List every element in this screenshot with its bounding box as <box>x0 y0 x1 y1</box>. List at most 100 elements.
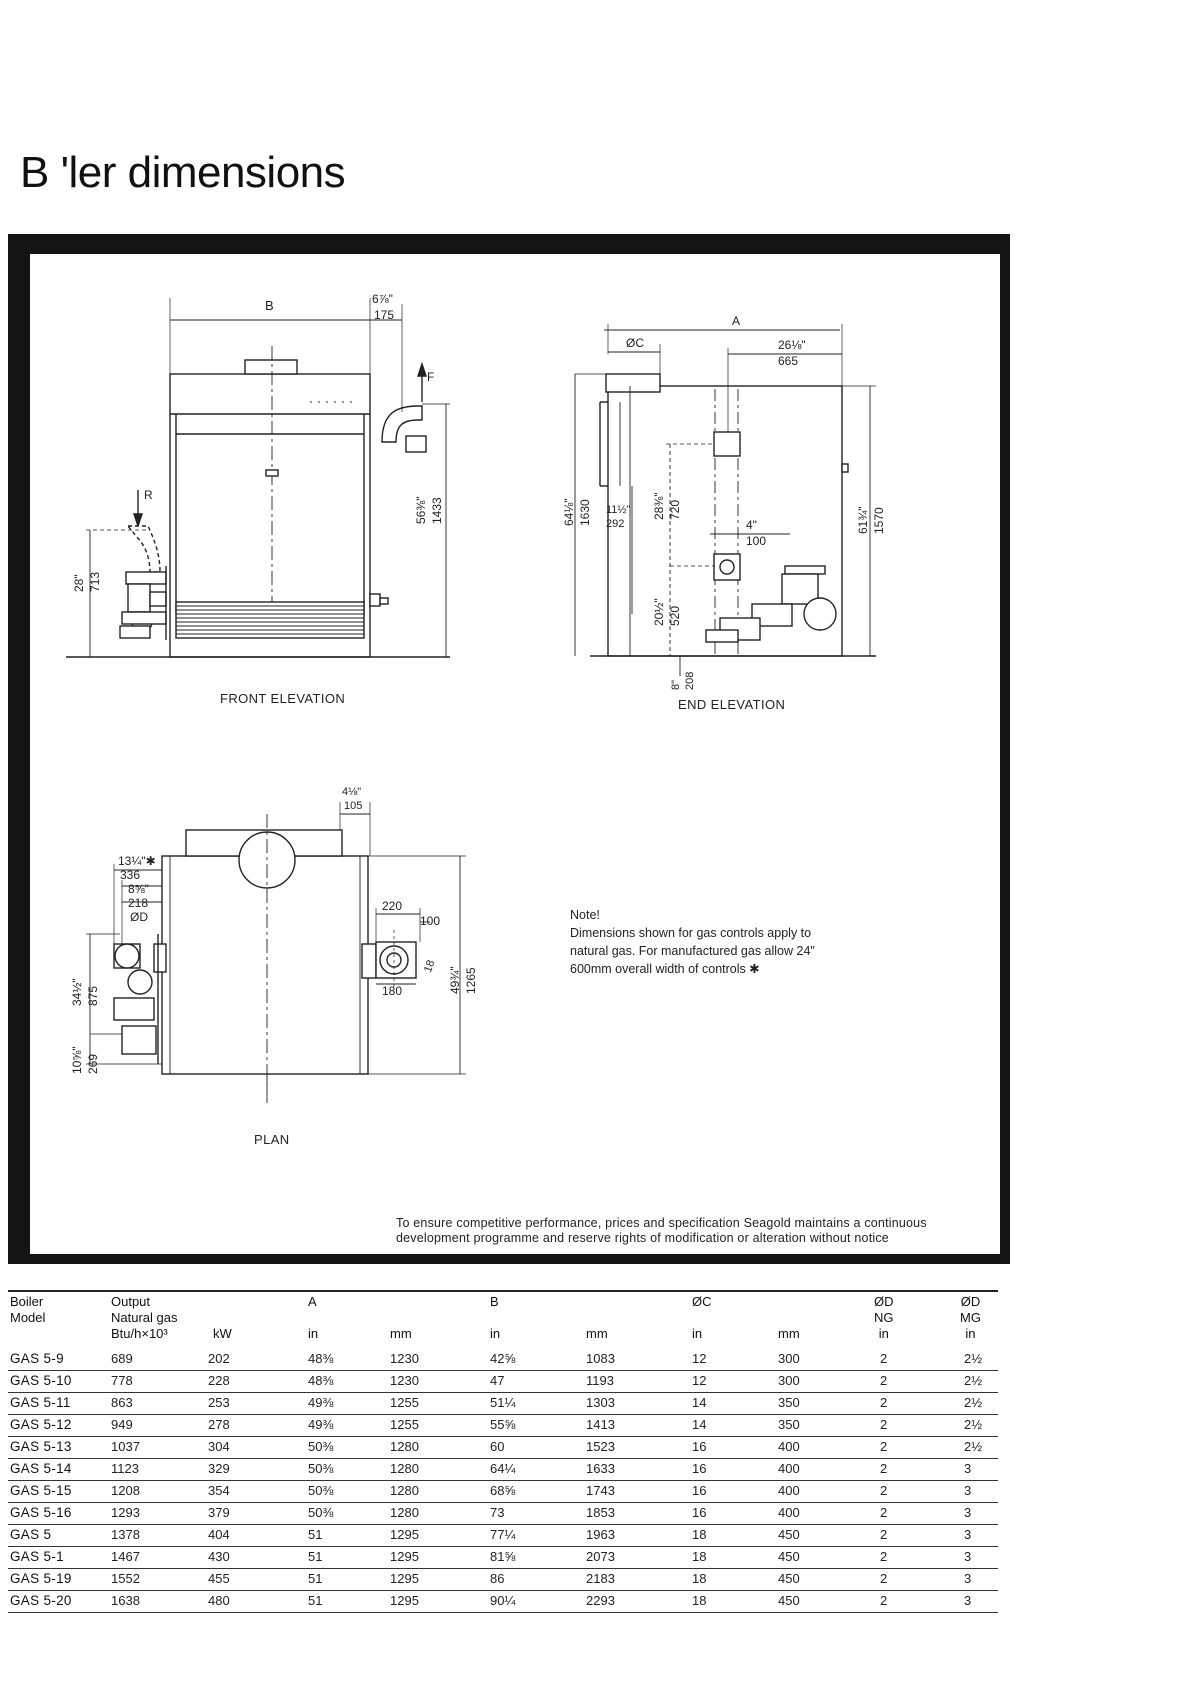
cell-c-mm: 400 <box>778 1483 800 1498</box>
cell-b-mm: 1743 <box>586 1483 615 1498</box>
cell-d-mg: 3 <box>964 1571 972 1586</box>
cell-a-mm: 1230 <box>390 1351 419 1366</box>
end-label-off-mm: 292 <box>606 518 625 530</box>
cell-btu: 1552 <box>111 1571 140 1586</box>
cell-b-mm: 1193 <box>586 1373 614 1388</box>
cell-b-in: 73 <box>490 1505 505 1520</box>
front-label-height-in: 56⅜" <box>414 496 428 524</box>
cell-b-mm: 1963 <box>586 1527 615 1542</box>
front-label-r: R <box>144 488 153 502</box>
front-label-low-in: 28" <box>72 574 86 592</box>
cell-a-in: 51 <box>308 1593 323 1608</box>
cell-b-in: 90¼ <box>490 1593 516 1608</box>
front-elevation-drawing <box>66 298 450 658</box>
cell-a-in: 48⅜ <box>308 1373 334 1388</box>
end-elevation-drawing <box>574 324 876 676</box>
cell-model: GAS 5-13 <box>10 1439 72 1454</box>
cell-kw: 329 <box>208 1461 230 1476</box>
page-title: B 'ler dimensions <box>20 148 346 197</box>
cell-c-mm: 300 <box>778 1351 800 1366</box>
cell-kw: 202 <box>208 1351 230 1366</box>
plan-label-w1-in: 13¼"✱ <box>118 854 156 868</box>
cell-d-ng: 2 <box>880 1549 888 1564</box>
cell-model: GAS 5-1 <box>10 1549 64 1564</box>
cell-model: GAS 5 <box>10 1527 52 1542</box>
front-label-f: F <box>427 370 435 384</box>
cell-d-mg: 2½ <box>964 1373 983 1388</box>
header-d-mg: ØD MG in <box>960 1294 981 1342</box>
cell-model: GAS 5-9 <box>10 1351 64 1366</box>
plan-label-top-in: 4⅛" <box>342 786 362 798</box>
cell-btu: 1378 <box>111 1527 140 1542</box>
cell-btu: 1037 <box>111 1439 140 1454</box>
cell-a-mm: 1295 <box>390 1571 419 1586</box>
end-label-a: A <box>732 314 741 328</box>
header-model: Boiler Model <box>10 1294 45 1326</box>
cell-d-mg: 3 <box>964 1549 972 1564</box>
front-label-offset-in: 6⅞" <box>372 292 393 306</box>
table-top-rule <box>8 1290 998 1292</box>
header-d-ng: ØD NG in <box>874 1294 894 1342</box>
cell-c-mm: 450 <box>778 1593 800 1608</box>
note-line: Dimensions shown for gas controls apply … <box>570 926 812 940</box>
cell-kw: 430 <box>208 1549 230 1564</box>
cell-c-in: 14 <box>692 1417 707 1432</box>
cell-d-mg: 2½ <box>964 1395 983 1410</box>
header-c: ØC <box>692 1294 712 1309</box>
cell-c-mm: 450 <box>778 1571 800 1586</box>
cell-b-mm: 2293 <box>586 1593 615 1608</box>
end-label-gap-mm: 100 <box>746 534 767 548</box>
drawing-frame: B 6⅞" 175 F R 56⅜" 1433 28" 713 FRONT EL… <box>8 234 1010 1264</box>
cell-c-in: 18 <box>692 1593 707 1608</box>
cell-a-mm: 1280 <box>390 1439 419 1454</box>
cell-b-in: 64¼ <box>490 1461 516 1476</box>
cell-b-mm: 1633 <box>586 1461 615 1476</box>
cell-c-in: 16 <box>692 1505 707 1520</box>
front-label-b: B <box>265 298 274 313</box>
cell-b-in: 68⅝ <box>490 1483 516 1498</box>
cell-a-mm: 1295 <box>390 1549 419 1564</box>
plan-label-depth-mm: 1265 <box>464 967 478 994</box>
note-line: natural gas. For manufactured gas allow … <box>570 944 815 958</box>
plan-label-top-mm: 105 <box>344 800 363 812</box>
cell-a-in: 50⅜ <box>308 1505 334 1520</box>
cell-d-ng: 2 <box>880 1395 888 1410</box>
note-title: Note! <box>570 908 600 922</box>
end-label-h1-mm: 1630 <box>578 499 592 526</box>
cell-b-in: 55⅝ <box>490 1417 516 1432</box>
end-label-w-in: 26⅛" <box>778 338 806 352</box>
disclaimer: To ensure competitive performance, price… <box>396 1216 927 1246</box>
cell-c-mm: 400 <box>778 1439 800 1454</box>
cell-d-ng: 2 <box>880 1351 888 1366</box>
cell-btu: 863 <box>111 1395 133 1410</box>
cell-kw: 379 <box>208 1505 230 1520</box>
plan-label-depth-in: 49¾" <box>448 966 462 994</box>
header-model-line: Boiler <box>10 1294 44 1309</box>
cell-a-in: 50⅜ <box>308 1483 334 1498</box>
plan-label-w2-in: 8⅝" <box>128 882 149 896</box>
cell-model: GAS 5-20 <box>10 1593 72 1608</box>
cell-b-in: 77¼ <box>490 1527 516 1542</box>
plan-label-low-mm: 269 <box>86 1053 100 1074</box>
header-b: B <box>490 1294 499 1309</box>
disclaimer-line: development programme and reserve rights… <box>396 1231 889 1245</box>
cell-model: GAS 5-11 <box>10 1395 71 1410</box>
cell-c-mm: 450 <box>778 1527 800 1542</box>
cell-c-in: 14 <box>692 1395 707 1410</box>
cell-btu: 1123 <box>111 1461 139 1476</box>
header-kw: kW <box>213 1326 232 1341</box>
cell-a-in: 51 <box>308 1571 323 1586</box>
cell-a-mm: 1255 <box>390 1417 419 1432</box>
cell-d-ng: 2 <box>880 1593 888 1608</box>
header-a-mm: mm <box>390 1326 412 1341</box>
cell-d-mg: 3 <box>964 1483 972 1498</box>
cell-d-mg: 3 <box>964 1461 972 1476</box>
cell-c-mm: 400 <box>778 1461 800 1476</box>
cell-kw: 228 <box>208 1373 230 1388</box>
